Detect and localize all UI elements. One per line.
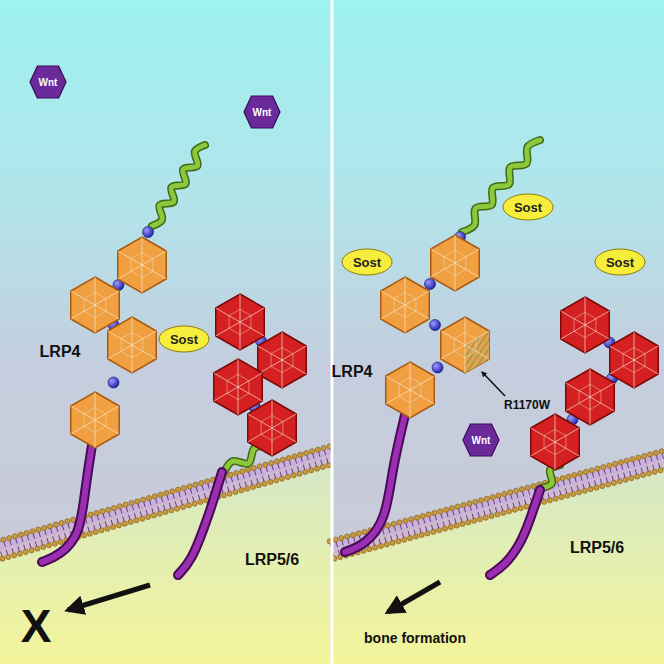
- protein-label: R1170W: [504, 399, 550, 411]
- propeller-domain: [531, 414, 579, 470]
- propeller-domain: [214, 359, 262, 415]
- transmembrane-domain: [345, 415, 405, 552]
- sost-protein: Sost: [594, 248, 646, 276]
- linker-tail: [152, 145, 205, 226]
- lipid-bilayer: [0, 444, 337, 562]
- protein-label: LRP5/6: [245, 552, 299, 568]
- propeller-domain: [71, 392, 119, 448]
- ligand-name: Wnt: [39, 77, 58, 88]
- propeller-domain: [561, 297, 609, 353]
- propeller-domain: [566, 369, 614, 425]
- protein-label: bone formation: [364, 631, 466, 645]
- egf-domain: [143, 227, 154, 238]
- protein-name: Sost: [170, 332, 198, 347]
- propeller-domain: [441, 317, 489, 373]
- propeller-domain: [258, 332, 306, 388]
- protein-name: Sost: [514, 200, 542, 215]
- propeller-domain: [431, 235, 479, 291]
- propeller-domain: [108, 317, 156, 373]
- egf-domain: [425, 279, 436, 290]
- lipid-bilayer: [327, 449, 664, 562]
- sost-protein: Sost: [341, 248, 393, 276]
- wnt-ligand: Wnt: [462, 423, 500, 457]
- ligand-name: Wnt: [472, 435, 491, 446]
- propeller-domain: [381, 277, 429, 333]
- protein-label: LRP5/6: [570, 540, 624, 556]
- transmembrane-domain: [178, 472, 222, 575]
- protein-name: Sost: [353, 255, 381, 270]
- propeller-domain: [610, 332, 658, 388]
- propeller-domain: [248, 400, 296, 456]
- cytoplasm: [332, 460, 664, 664]
- leader-line: [482, 372, 505, 396]
- egf-domain: [108, 377, 119, 388]
- transmembrane-domain: [345, 415, 405, 552]
- propeller-domain: [216, 294, 264, 350]
- wnt-ligand: Wnt: [243, 95, 281, 129]
- egf-domain: [432, 362, 443, 373]
- transmembrane-domain: [42, 445, 92, 562]
- extracellular-space: [332, 0, 664, 664]
- transmembrane-domain: [490, 490, 540, 575]
- ligand-name: Wnt: [253, 107, 272, 118]
- sost-protein: Sost: [502, 193, 554, 221]
- egf-domain: [430, 320, 441, 331]
- signal-arrow: [388, 582, 440, 612]
- propeller-domain: [386, 362, 434, 418]
- transmembrane-domain: [42, 445, 92, 562]
- wnt-ligand: Wnt: [29, 65, 67, 99]
- protein-label: X: [21, 603, 52, 649]
- propeller-domain: [71, 277, 119, 333]
- protein-name: Sost: [606, 255, 634, 270]
- protein-label: LRP4: [332, 364, 373, 380]
- propeller-domain: [118, 237, 166, 293]
- sost-protein: Sost: [158, 325, 210, 353]
- transmembrane-domain: [178, 472, 222, 575]
- panel-divider: [331, 0, 334, 664]
- signal-arrow: [68, 585, 150, 610]
- protein-label: LRP4: [40, 344, 81, 360]
- linker-tail: [152, 145, 205, 226]
- extracellular-space: [0, 0, 332, 664]
- transmembrane-domain: [490, 490, 540, 575]
